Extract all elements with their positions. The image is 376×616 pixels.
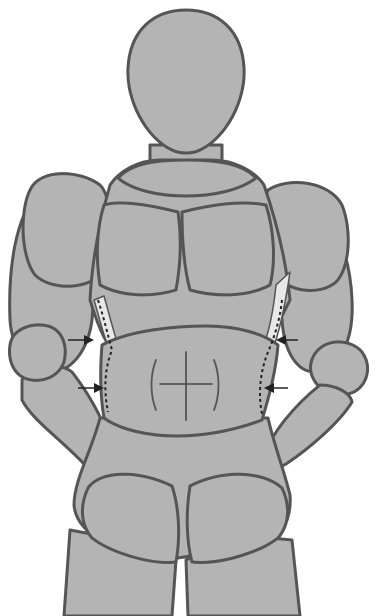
head (128, 10, 244, 153)
right-elbow (10, 325, 66, 380)
abdomen (101, 326, 278, 436)
left-pectoral (182, 203, 273, 295)
right-pectoral (97, 203, 180, 295)
